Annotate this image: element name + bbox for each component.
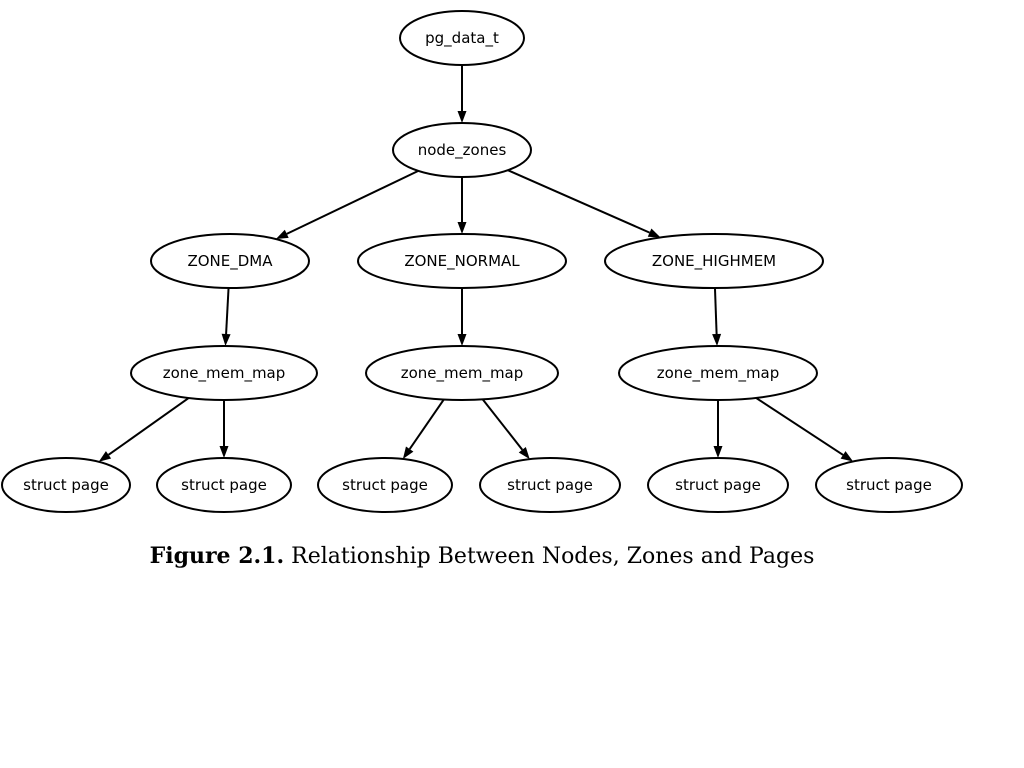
node-page5: struct page — [647, 457, 789, 513]
edge-pgdata-to-nodezones — [457, 65, 467, 123]
figure-caption: Figure 2.1. Relationship Between Nodes, … — [0, 543, 964, 569]
edge-nodezones-to-zonedma — [275, 169, 419, 240]
node-label: node_zones — [418, 141, 507, 160]
edge-zonenormal-to-memmap2 — [457, 288, 467, 346]
edge-line — [755, 397, 844, 456]
arrow-head — [275, 229, 289, 240]
node-label: struct page — [507, 476, 593, 494]
arrow-head — [219, 446, 229, 458]
node-ellipse — [604, 233, 824, 289]
node-ellipse — [399, 10, 525, 66]
edge-memmap2-to-page4 — [481, 398, 530, 460]
arrow-head — [457, 334, 467, 346]
node-ellipse — [150, 233, 310, 289]
node-label: struct page — [23, 476, 109, 494]
node-zonenormal: ZONE_NORMAL — [357, 233, 567, 289]
node-label: ZONE_HIGHMEM — [652, 252, 776, 271]
edge-line — [107, 397, 190, 456]
edge-line — [507, 169, 650, 234]
arrow-head — [712, 333, 722, 347]
node-label: struct page — [181, 476, 267, 494]
edge-line — [286, 169, 419, 235]
arrow-head — [98, 451, 112, 462]
arrow-head — [713, 446, 723, 458]
node-ellipse — [317, 457, 453, 513]
arrow-head — [457, 111, 467, 123]
arrow-head — [647, 228, 661, 238]
edge-line — [481, 398, 524, 451]
node-label: struct page — [846, 476, 932, 494]
edge-zonehighmem-to-memmap3 — [712, 287, 722, 347]
edge-line — [713, 287, 718, 335]
edge-memmap3-to-page5 — [713, 400, 723, 458]
arrow-head — [457, 222, 467, 234]
edge-line — [408, 398, 445, 450]
node-page4: struct page — [479, 457, 621, 513]
arrow-head — [840, 451, 854, 462]
node-label: pg_data_t — [425, 29, 499, 48]
node-ellipse — [1, 457, 131, 513]
node-label: struct page — [342, 476, 428, 494]
node-zonehighmem: ZONE_HIGHMEM — [604, 233, 824, 289]
node-memmap2: zone_mem_map — [365, 345, 559, 401]
node-ellipse — [365, 345, 559, 401]
arrow-head — [221, 333, 231, 347]
node-pgdata: pg_data_t — [399, 10, 525, 66]
edge-zonedma-to-memmap1 — [221, 287, 231, 347]
node-ellipse — [815, 457, 963, 513]
node-zonedma: ZONE_DMA — [150, 233, 310, 289]
arrow-head — [402, 446, 414, 459]
edge-memmap1-to-page2 — [219, 400, 229, 458]
edge-nodezones-to-zonehighmem — [507, 169, 661, 238]
node-memmap3: zone_mem_map — [618, 345, 818, 401]
node-label: ZONE_DMA — [187, 252, 273, 271]
arrow-head — [518, 446, 530, 460]
edges-layer — [98, 65, 854, 462]
node-memmap1: zone_mem_map — [130, 345, 318, 401]
node-ellipse — [647, 457, 789, 513]
node-ellipse — [357, 233, 567, 289]
node-ellipse — [156, 457, 292, 513]
node-page3: struct page — [317, 457, 453, 513]
edge-memmap3-to-page6 — [755, 397, 854, 462]
node-ellipse — [392, 122, 532, 178]
node-ellipse — [618, 345, 818, 401]
edge-nodezones-to-zonenormal — [457, 177, 467, 234]
node-nodezones: node_zones — [392, 122, 532, 178]
node-page6: struct page — [815, 457, 963, 513]
node-page1: struct page — [1, 457, 131, 513]
figure-number: Figure 2.1. — [149, 543, 285, 569]
node-ellipse — [130, 345, 318, 401]
node-label: ZONE_NORMAL — [404, 252, 520, 271]
edge-line — [225, 287, 230, 335]
node-label: zone_mem_map — [657, 364, 780, 383]
edge-memmap1-to-page1 — [98, 397, 190, 462]
node-label: struct page — [675, 476, 761, 494]
node-label: zone_mem_map — [163, 364, 286, 383]
caption-text: Relationship Between Nodes, Zones and Pa… — [291, 544, 815, 569]
edge-memmap2-to-page3 — [402, 398, 445, 459]
node-ellipse — [479, 457, 621, 513]
node-label: zone_mem_map — [401, 364, 524, 383]
node-page2: struct page — [156, 457, 292, 513]
